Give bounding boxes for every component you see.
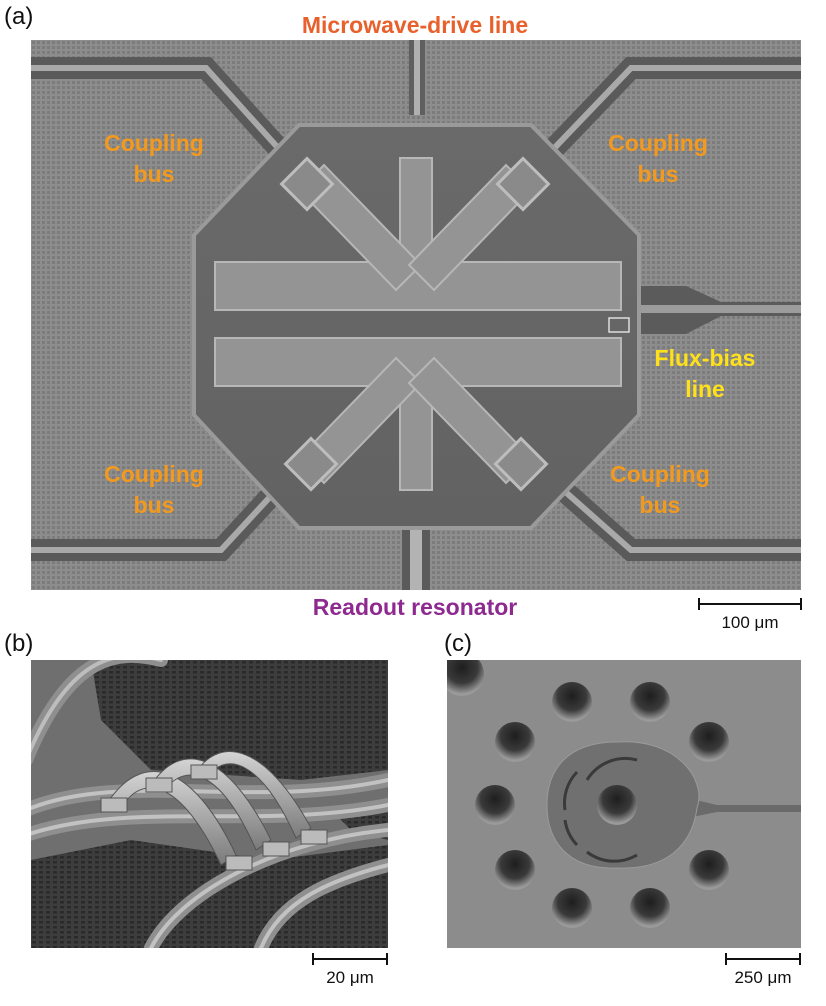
cavity-sem-image: [447, 660, 801, 948]
readout-resonator-label: Readout resonator: [250, 592, 580, 623]
flux-bias-line-label: Flux-bias line: [640, 343, 770, 405]
scale-bar-c: 250 μm: [725, 952, 801, 992]
scale-bar-a-line: [698, 598, 802, 610]
coupling-bus-bl-line1: Coupling: [104, 461, 204, 487]
coupling-bus-br-line1: Coupling: [610, 461, 710, 487]
coupling-bus-tl-line2: bus: [133, 161, 175, 187]
flux-bias-line2: line: [685, 376, 725, 402]
coupling-bus-bl-line2: bus: [133, 492, 175, 518]
scale-bar-b-line: [312, 953, 388, 965]
scale-bar-c-line: [725, 953, 801, 965]
coupling-bus-br-line2: bus: [639, 492, 681, 518]
coupling-bus-tr-line2: bus: [637, 161, 679, 187]
scale-bar-b-text: 20 μm: [326, 968, 374, 987]
air-bridge-sem-image: [31, 660, 388, 948]
panel-b-label: (b): [4, 630, 34, 657]
coupling-bus-label-bottom-right: Coupling bus: [600, 459, 720, 521]
qubit-pocket: [192, 123, 641, 530]
coupling-bus-label-top-left: Coupling bus: [94, 128, 214, 190]
microwave-drive-line-text: Microwave-drive line: [301, 12, 529, 38]
readout-resonator-text: Readout resonator: [312, 594, 518, 620]
scale-bar-c-text: 250 μm: [734, 968, 792, 987]
microwave-drive-line-label: Microwave-drive line: [250, 10, 580, 41]
squid-marker: [608, 317, 630, 333]
air-bridges: [100, 751, 328, 871]
panel-a-label: (a): [4, 3, 34, 30]
coupling-bus-label-bottom-left: Coupling bus: [94, 459, 214, 521]
coupling-bus-tl-line1: Coupling: [104, 130, 204, 156]
qubit-capacitor-pads: [214, 157, 622, 491]
coupling-bus-lines: [31, 57, 801, 561]
qubit-sem-image: [31, 40, 801, 590]
scale-bar-a-text: 100 μm: [721, 613, 779, 632]
panel-c-label: (c): [444, 630, 472, 657]
flux-bias-line1: Flux-bias: [654, 345, 756, 371]
panel-b-micrograph: [31, 660, 388, 948]
through-holes: [447, 660, 729, 928]
coupling-bus-label-top-right: Coupling bus: [598, 128, 718, 190]
coupling-pads: [279, 156, 551, 492]
coupling-bus-tr-line1: Coupling: [608, 130, 708, 156]
scale-bar-b: 20 μm: [312, 952, 388, 992]
panel-c-micrograph: [447, 660, 801, 948]
panel-a-micrograph: [31, 40, 801, 590]
scale-bar-a: 100 μm: [698, 597, 802, 632]
